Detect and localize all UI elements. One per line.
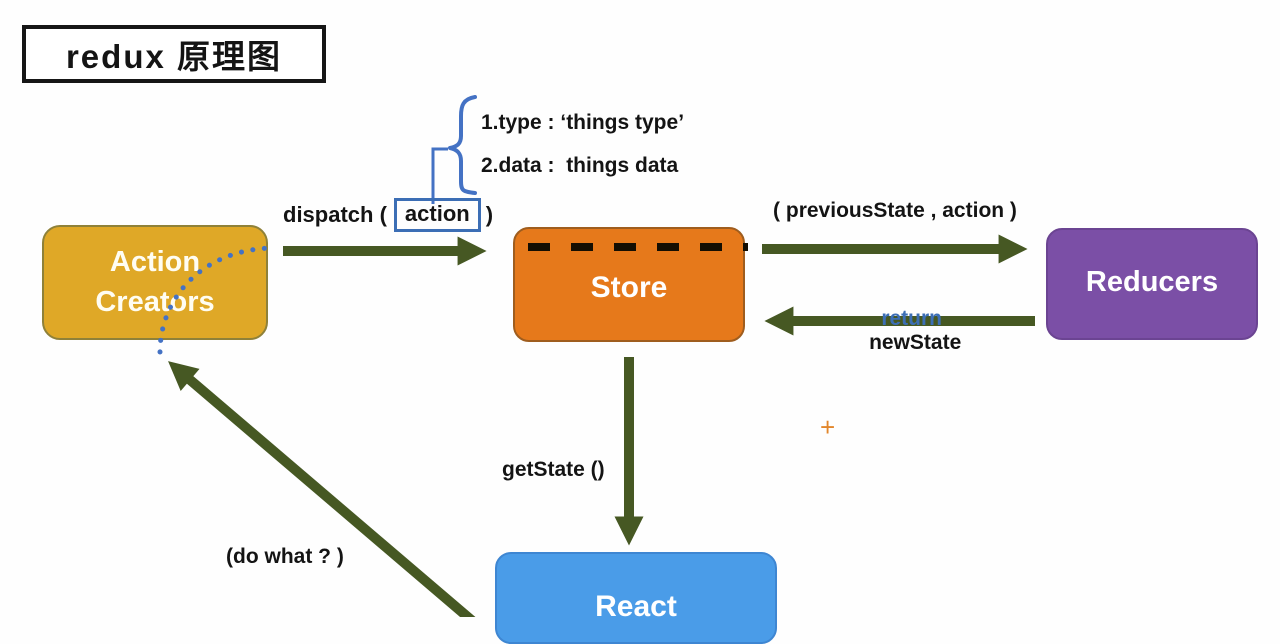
reducers-label: Reducers: [1085, 266, 1219, 298]
return-value: newState: [869, 331, 962, 354]
react-label: React: [595, 590, 677, 623]
redux-principle-diagram: redux 原理图 Action Creators Store Reducers…: [22, 25, 1258, 644]
action-chip: action: [393, 198, 481, 232]
action-creators-node: Action Creators: [42, 225, 268, 340]
dispatch-prefix: dispatch (: [283, 202, 387, 227]
payload-data-label: 2.data : things data: [481, 154, 679, 177]
diagram-title-box: redux 原理图: [22, 25, 326, 83]
dispatch-suffix: ): [485, 202, 494, 227]
do-what-arrow: [168, 361, 476, 617]
diagram-title: redux 原理图: [65, 38, 283, 75]
getstate-label: getState (): [502, 458, 605, 481]
payload-type-label: 1.type : ‘things type’: [481, 111, 685, 134]
previous-state-label: ( previousState , action ): [773, 199, 1017, 222]
return-newstate-label: return newState: [770, 283, 1030, 379]
action-brace-connector: [431, 147, 448, 204]
payload-brace: [448, 95, 477, 195]
return-keyword: return: [881, 307, 943, 330]
store-label: Store: [590, 271, 668, 304]
do-what-label: (do what ? ): [226, 545, 344, 568]
store-dashed-line: [528, 243, 748, 251]
action-creators-label-line2: Creators: [95, 286, 215, 319]
reducers-node: Reducers: [1046, 228, 1258, 340]
dispatch-label-row: dispatch ( action ): [283, 198, 493, 232]
annotation-cursor-plus: +: [820, 412, 836, 442]
action-creators-label-line1: Action: [109, 246, 201, 278]
react-node: React: [495, 552, 777, 644]
